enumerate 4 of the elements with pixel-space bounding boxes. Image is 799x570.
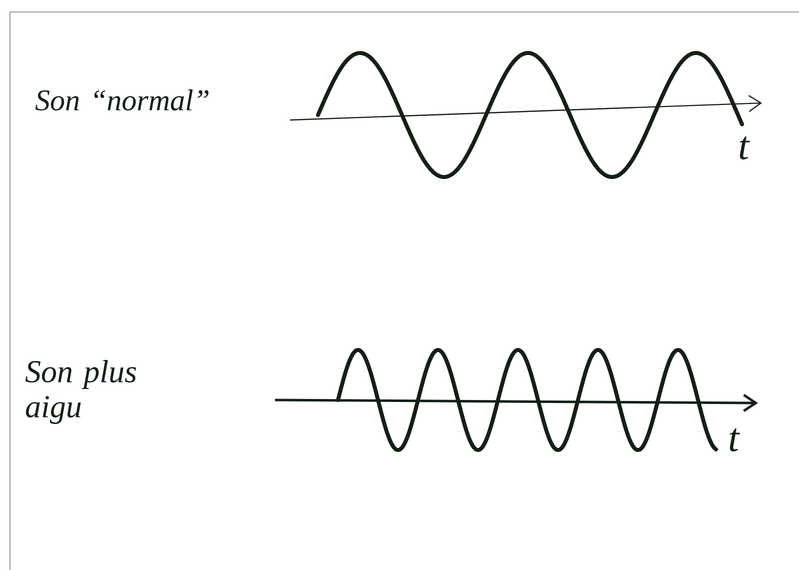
handwritten-label: t [730,428,740,452]
handwritten-label: t [740,136,750,160]
handwritten-label: Son “normal” [35,89,208,111]
handwritten-label: Son plus aigu [25,360,136,424]
